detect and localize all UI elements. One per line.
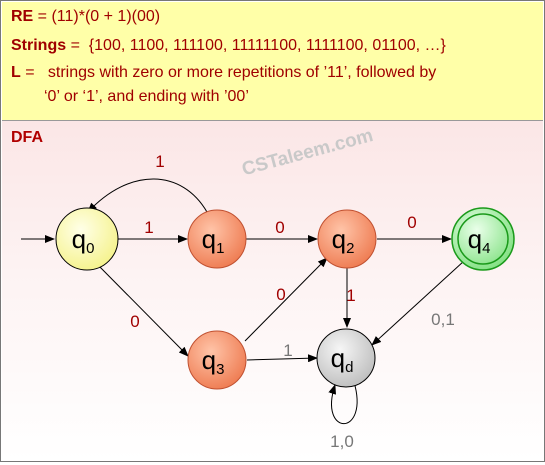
strings-line: Strings = {100, 1100, 111100, 11111100, …: [11, 37, 446, 55]
state-q4-subscript: 4: [482, 240, 490, 257]
state-q0-subscript: 0: [86, 240, 94, 257]
dfa-panel: DFA CSTaleem.com 1 1 0 0 0 0 1 1 0,1 1,0: [2, 121, 543, 460]
dfa-diagram: DFA CSTaleem.com 1 1 0 0 0 0 1 1 0,1 1,0: [11, 125, 515, 451]
definition-panel: RE = (11)*(0 + 1)(00) Strings = {100, 11…: [2, 2, 543, 121]
svg-text:q1: q1: [202, 224, 225, 257]
strings-value: = {100, 1100, 111100, 11111100, 1111100,…: [66, 37, 446, 54]
edge-qd-qd: [328, 381, 358, 424]
re-value: = (11)*(0 + 1)(00): [33, 8, 161, 25]
edge-label-q4-qd: 0,1: [431, 310, 455, 329]
state-qd-subscript: d: [345, 359, 353, 376]
edge-label-q3-q2: 0: [276, 285, 285, 304]
language-line: L = strings with zero or more repetition…: [11, 64, 436, 82]
language-value: = strings with zero or more repetitions …: [20, 64, 437, 81]
edge-label-q0-q1: 1: [144, 218, 153, 237]
state-q0: q0: [55, 207, 119, 271]
state-q1-label: q: [202, 224, 216, 254]
state-q2-subscript: 2: [346, 240, 354, 257]
strings-label: Strings: [11, 37, 67, 54]
state-q3-label: q: [202, 345, 216, 375]
language-line-continued: ‘0’ or ‘1’, and ending with ’00’: [44, 88, 249, 105]
svg-text:q4: q4: [468, 224, 491, 257]
edge-q3-q2: [244, 257, 328, 342]
edge-label-q1-q2: 0: [275, 218, 284, 237]
svg-text:q3: q3: [202, 345, 225, 378]
svg-text:q0: q0: [72, 224, 95, 257]
language-label: L: [11, 64, 21, 81]
edge-label-q2-q4: 0: [407, 213, 416, 232]
state-q1: q1: [187, 209, 247, 269]
edge-q4-qd: [371, 260, 465, 346]
svg-text:q2: q2: [332, 224, 355, 257]
state-q2: q2: [317, 209, 377, 269]
svg-text:qd: qd: [331, 343, 354, 376]
accepting-ring: [457, 213, 509, 265]
watermark: CSTaleem.com: [240, 125, 376, 180]
state-q1-subscript: 1: [216, 240, 224, 257]
re-label: RE: [11, 8, 34, 25]
edge-label-qd-qd: 1,0: [330, 432, 354, 451]
state-q4-label: q: [468, 224, 482, 254]
edge-q0-q3: [94, 261, 189, 357]
edge-label-q1-q0: 1: [155, 152, 164, 171]
state-q0-label: q: [72, 224, 86, 254]
re-line: RE = (11)*(0 + 1)(00): [11, 8, 160, 26]
state-q4: q4: [451, 207, 515, 271]
state-qd: qd: [316, 328, 376, 388]
state-q3-subscript: 3: [216, 361, 224, 378]
edge-label-q2-qd: 1: [346, 286, 355, 305]
state-q2-label: q: [332, 224, 346, 254]
diagram-title: DFA: [11, 129, 43, 146]
edge-q1-q0: [87, 178, 208, 213]
state-qd-label: q: [331, 343, 345, 373]
edge-q3-qd: [246, 354, 318, 363]
edge-label-q3-qd: 1: [283, 341, 292, 360]
state-q3: q3: [187, 330, 247, 390]
edge-label-q0-q3: 0: [130, 312, 139, 331]
